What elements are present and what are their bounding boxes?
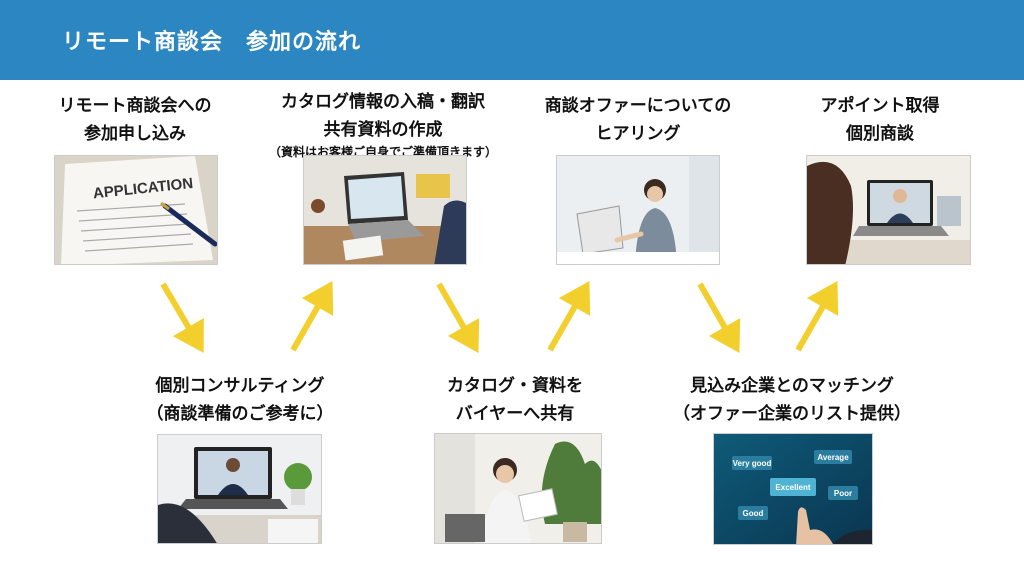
step-6-photo-rating-screen: Very good Average Excellent Poor Good [713, 433, 873, 545]
arrow-3-to-4 [436, 282, 480, 354]
arrow-4-to-5 [547, 280, 591, 352]
step-4-label: カタログ・資料を バイヤーへ共有 [400, 372, 630, 428]
step-4-line2: バイヤーへ共有 [455, 404, 575, 424]
step-1-line1: リモート商談会への [58, 96, 212, 116]
step-6-line1: 見込み企業とのマッチング [690, 376, 894, 396]
rating-poor: Poor [834, 489, 852, 498]
step-4-photo-headset-worker [434, 433, 602, 544]
step-2-line1: 個別コンサルティング [155, 376, 325, 396]
step-7-photo-video-meeting [806, 155, 971, 265]
step-7-line2: 個別商談 [846, 124, 914, 144]
step-5-photo-hearing-call [556, 155, 720, 265]
step-6-label: 見込み企業とのマッチング （オファー企業のリスト提供） [652, 372, 932, 428]
step-1-line2: 参加申し込み [84, 124, 186, 144]
arrow-2-to-3 [290, 280, 334, 352]
step-2-photo-video-consulting [157, 434, 322, 544]
step-5-line1: 商談オファーについての [544, 96, 732, 116]
step-3-photo-laptop-work [303, 155, 467, 265]
step-6-line2: （オファー企業のリスト提供） [673, 404, 911, 424]
page-title: リモート商談会 参加の流れ [62, 30, 362, 55]
arrow-6-to-7 [795, 280, 839, 352]
step-7-label: アポイント取得 個別商談 [785, 92, 975, 148]
step-4-line1: カタログ・資料を [447, 376, 583, 396]
step-3-line1: カタログ情報の入稿・翻訳 [281, 92, 485, 112]
rating-average: Average [817, 453, 849, 462]
arrow-5-to-6 [697, 282, 741, 354]
rating-very-good: Very good [733, 459, 772, 468]
step-2-line2: （商談準備のご参考に） [146, 404, 334, 424]
step-3-line2: 共有資料の作成 [323, 120, 443, 140]
step-5-line2: ヒアリング [595, 124, 681, 144]
step-2-label: 個別コンサルティング （商談準備のご参考に） [120, 372, 360, 428]
header-bar: リモート商談会 参加の流れ [0, 0, 1024, 80]
step-7-line1: アポイント取得 [820, 96, 940, 116]
arrow-1-to-2 [160, 282, 204, 353]
step-5-label: 商談オファーについての ヒアリング [518, 92, 758, 148]
step-1-label: リモート商談会への 参加申し込み [40, 92, 230, 148]
rating-good: Good [743, 509, 764, 518]
step-1-photo-application-form: APPLICATION [54, 155, 218, 265]
rating-excellent: Excellent [775, 483, 810, 492]
